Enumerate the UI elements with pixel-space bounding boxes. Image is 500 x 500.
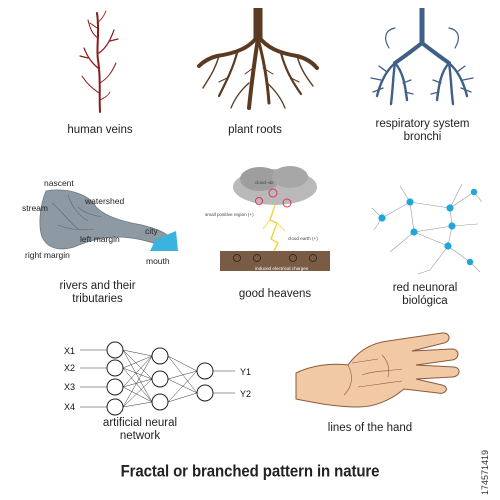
bronchi-caption-line1: respiratory system (375, 118, 470, 130)
ann-edge (122, 355, 153, 369)
ann-edge (167, 378, 198, 394)
river-illustration (39, 189, 178, 251)
ann-edge (167, 355, 198, 372)
ann-input-node (106, 398, 124, 416)
river-label-left-margin: left margin (80, 234, 120, 244)
river-label-stream: stream (22, 203, 48, 213)
hand-caption: lines of the hand (327, 422, 413, 434)
ann-input-node (106, 378, 124, 396)
lightning-illustration (220, 166, 330, 271)
neurons-caption: red neunoral biológica (365, 282, 485, 308)
neurons-caption-line2: biológica (402, 295, 448, 307)
veins-illustration (79, 10, 119, 113)
ann-edge (122, 401, 153, 408)
ann-edge (122, 367, 153, 403)
ann-edge (122, 349, 153, 380)
ann-hidden-node (151, 370, 169, 388)
ann-output-node (196, 384, 214, 402)
roots-caption: plant roots (228, 124, 282, 136)
ann-edge (122, 355, 153, 388)
ann-output-node (196, 362, 214, 380)
ann-input-label: X1 (64, 346, 76, 356)
ann-hidden-node (151, 393, 169, 411)
ann-edge (122, 378, 153, 408)
lightning-label-induced: induced electrical charges (255, 266, 309, 271)
hand-illustration (295, 332, 460, 408)
lightning-label-cloud-air: cloud–air (255, 180, 274, 185)
bronchi-caption: respiratory system bronchi (360, 118, 485, 144)
ann-output-label: Y2 (240, 389, 252, 399)
ann-edge (167, 370, 198, 403)
ann-input-label: X3 (64, 382, 76, 392)
ann-caption-line2: network (119, 430, 161, 442)
bronchi-caption-line2: bronchi (403, 131, 442, 143)
lightning-label-cloud-earth: cloud earth (+) (288, 236, 318, 241)
ann-hidden-node (151, 347, 169, 365)
lightning-label-positive: small positive region (+) (205, 212, 254, 217)
river-label-right-margin: right margin (25, 250, 70, 260)
page-title: Fractal or branched pattern in nature (120, 462, 380, 481)
ann-diagram (80, 341, 235, 416)
ann-input-node (106, 341, 124, 359)
river-label-watershed: watershed (85, 196, 125, 206)
river-label-mouth: mouth (146, 256, 170, 266)
heavens-caption: good heavens (238, 288, 312, 300)
ann-edge (167, 355, 198, 394)
river-label-nascent: nascent (44, 178, 74, 188)
ann-edge (122, 355, 153, 408)
veins-caption: human veins (67, 124, 133, 136)
ann-edge (122, 386, 153, 403)
ann-input-label: X2 (64, 363, 76, 373)
ann-caption: artificial neural network (80, 417, 200, 443)
ann-edge (122, 367, 153, 380)
neurons-caption-line1: red neunoral (392, 282, 458, 294)
ann-edge (122, 378, 153, 388)
river-label-city: city (145, 226, 158, 236)
rivers-caption: rivers and their tributaries (35, 280, 160, 306)
roots-illustration (197, 8, 319, 110)
ann-edge (122, 349, 153, 357)
ann-edge (167, 392, 198, 403)
ann-input-node (106, 359, 124, 377)
ann-caption-line1: artificial neural (102, 417, 178, 429)
ann-input-label: X4 (64, 402, 76, 412)
neurons-illustration (371, 183, 482, 275)
rivers-caption-line1: rivers and their (59, 280, 136, 292)
ann-edge (167, 370, 198, 380)
rivers-caption-line2: tributaries (72, 293, 123, 305)
ann-edge (122, 349, 153, 403)
lungs-illustration (370, 8, 474, 106)
ann-output-label: Y1 (240, 367, 252, 377)
